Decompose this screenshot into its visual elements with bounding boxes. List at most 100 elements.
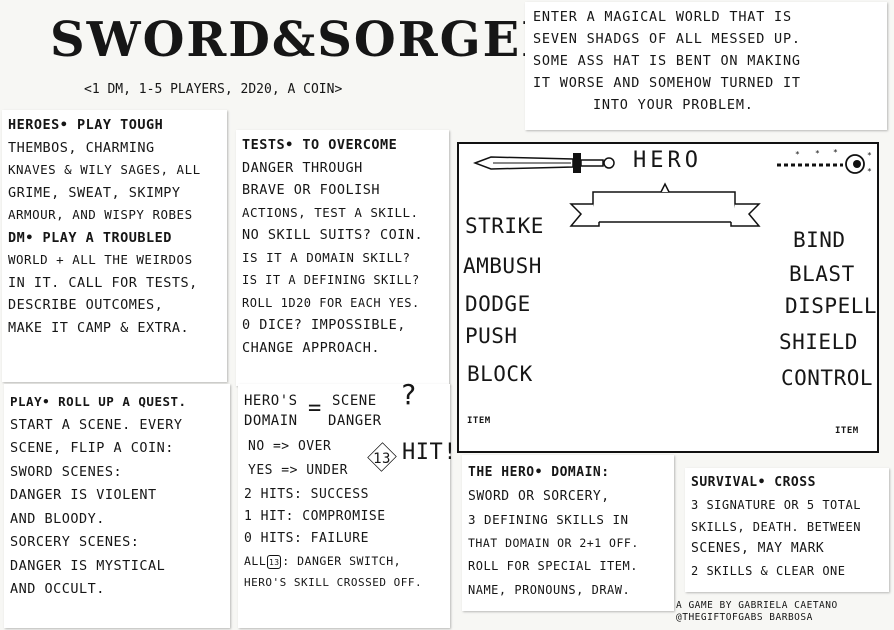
zero-hits-line: 0 HITS: FAILURE xyxy=(244,531,369,546)
formula-right-top: SCENE xyxy=(332,393,377,409)
title-block: SWORD&SORGERY <1 DM, 1-5 PLAYERS, 2D20, … xyxy=(40,8,596,108)
tests-line: TESTS• TO OVERCOME xyxy=(242,137,398,153)
danger-switch-label: : DANGER SWITCH, xyxy=(282,554,402,568)
tests-line: NO SKILL SUITS? COIN. xyxy=(242,227,424,243)
skill-block: BLOCK xyxy=(467,362,533,386)
tests-line: ROLL 1D20 FOR EACH YES. xyxy=(242,295,420,310)
over-under-block: NO => OVER YES => UNDER 13 HIT! xyxy=(244,436,456,484)
credit: A GAME BY GABRIELA CAETANO @THEGIFTOFGAB… xyxy=(676,600,892,624)
sword-icon xyxy=(473,153,615,173)
tests-card: TESTS• TO OVERCOME DANGER THROUGH BRAVE … xyxy=(236,130,449,386)
credit-line-1: A GAME BY GABRIELA CAETANO xyxy=(676,600,838,611)
play-line: AND OCCULT. xyxy=(10,581,105,597)
tests-line: IS IT A DOMAIN SKILL? xyxy=(242,249,411,265)
heroes-line: KNAVES & WILY SAGES, ALL xyxy=(8,162,201,177)
hits-card: HERO'S DOMAIN = SCENE DANGER ? NO => OVE… xyxy=(238,381,456,628)
magic-wand-icon: * * * * * xyxy=(777,148,872,176)
formula-right-bottom: DANGER xyxy=(328,413,382,429)
skill-push: PUSH xyxy=(465,324,518,348)
intro-line: IT WORSE AND SOMEHOW TURNED IT xyxy=(533,75,801,91)
formula-question-mark: ? xyxy=(400,378,418,411)
heroes-line: ARMOUR, AND WISPY ROBES xyxy=(8,207,193,222)
play-line: DANGER IS VIOLENT xyxy=(10,487,157,503)
skill-blast: BLAST xyxy=(789,262,855,286)
hero-domain-card: THE HERO• DOMAIN: SWORD OR SORCERY, 3 DE… xyxy=(462,455,674,611)
tests-line: ACTIONS, TEST A SKILL. xyxy=(242,204,419,220)
play-line: START A SCENE. EVERY xyxy=(10,416,183,433)
heroes-line: DESCRIBE OUTCOMES, xyxy=(8,297,164,313)
dm-line: DM• PLAY A TROUBLED xyxy=(8,229,172,246)
heroes-line: THEMBOS, CHARMING xyxy=(8,139,155,156)
credit-line-2: @THEGIFTOFGABS BARBOSA xyxy=(676,612,813,623)
target-mini-icon: 13 xyxy=(267,554,282,569)
hit-word: HIT! xyxy=(402,440,457,465)
target-number: 13 xyxy=(373,451,391,467)
tests-line: 0 DICE? IMPOSSIBLE, xyxy=(242,317,406,333)
game-subtitle: <1 DM, 1-5 PLAYERS, 2D20, A COIN> xyxy=(84,82,343,97)
domain-line: ROLL FOR SPECIAL ITEM. xyxy=(468,559,638,573)
hero-sheet-label: HERO xyxy=(633,148,702,173)
name-banner xyxy=(569,182,761,227)
item-slot-left: ITEM xyxy=(467,416,491,426)
one-hit-line: 1 HIT: COMPROMISE xyxy=(244,509,386,524)
game-title: SWORD&SORGERY xyxy=(50,12,598,68)
survival-line: SCENES, MAY MARK xyxy=(691,541,825,556)
intro-line: SOME ASS HAT IS BENT ON MAKING xyxy=(533,53,801,69)
skill-strike: STRIKE xyxy=(465,214,544,238)
hero-sheet: HERO * * * * * STRIKE AMBUSH DODGE PUSH … xyxy=(457,142,879,453)
skill-crossed-line: HERO'S SKILL CROSSED OFF. xyxy=(244,576,423,589)
no-over-line: NO => OVER xyxy=(248,439,332,454)
play-line: SORCERY SCENES: xyxy=(10,534,140,550)
play-line: SCENE, FLIP A COIN: xyxy=(10,440,174,456)
skill-ambush: AMBUSH xyxy=(463,254,542,278)
heroes-line: GRIME, SWEAT, SKIMPY xyxy=(8,184,181,201)
svg-text:*: * xyxy=(795,150,800,159)
svg-text:*: * xyxy=(867,167,872,176)
skill-dodge: DODGE xyxy=(465,292,531,316)
domain-line: NAME, PRONOUNS, DRAW. xyxy=(468,582,631,597)
play-line: SWORD SCENES: xyxy=(10,463,123,480)
intro-card: ENTER A MAGICAL WORLD THAT IS SEVEN SHAD… xyxy=(525,2,887,130)
survival-line: 2 SKILLS & CLEAR ONE xyxy=(691,564,846,578)
skill-dispell: DISPELL xyxy=(785,294,878,318)
play-line: AND BLOODY. xyxy=(10,510,105,527)
heroes-line: IN IT. CALL FOR TESTS, xyxy=(8,274,198,291)
domain-line: THE HERO• DOMAIN: xyxy=(468,465,610,480)
intro-line: INTO YOUR PROBLEM. xyxy=(593,97,754,113)
skill-bind: BIND xyxy=(793,228,846,252)
heroes-line: WORLD + ALL THE WEIRDOS xyxy=(8,252,193,267)
domain-danger-formula: HERO'S DOMAIN = SCENE DANGER ? xyxy=(244,381,444,436)
heroes-line: HEROES• PLAY TOUGH xyxy=(8,117,164,133)
tests-line: BRAVE OR FOOLISH xyxy=(242,182,381,198)
intro-line: SEVEN SHADGS OF ALL MESSED UP. xyxy=(533,31,801,47)
heroes-dm-card: HEROES• PLAY TOUGH THEMBOS, CHARMING KNA… xyxy=(2,110,227,382)
intro-line: ENTER A MAGICAL WORLD THAT IS xyxy=(533,9,792,25)
svg-text:*: * xyxy=(815,149,820,158)
yes-under-line: YES => UNDER xyxy=(248,463,348,478)
play-line: PLAY• ROLL UP A QUEST. xyxy=(10,394,187,409)
item-slot-right: ITEM xyxy=(835,426,859,436)
two-hits-line: 2 HITS: SUCCESS xyxy=(244,487,369,502)
all-label: ALL xyxy=(244,554,267,568)
tests-line: IS IT A DEFINING SKILL? xyxy=(242,273,420,287)
domain-line: THAT DOMAIN OR 2+1 OFF. xyxy=(468,535,639,550)
play-line: DANGER IS MYSTICAL xyxy=(10,557,166,574)
play-card: PLAY• ROLL UP A QUEST. START A SCENE. EV… xyxy=(4,384,230,628)
heroes-line: MAKE IT CAMP & EXTRA. xyxy=(8,319,190,336)
tests-line: DANGER THROUGH xyxy=(242,159,363,176)
tests-line: CHANGE APPROACH. xyxy=(242,339,381,356)
svg-text:*: * xyxy=(867,151,872,160)
formula-left-bottom: DOMAIN xyxy=(244,413,298,429)
formula-left-top: HERO'S xyxy=(244,393,298,409)
domain-line: SWORD OR SORCERY, xyxy=(468,488,610,504)
survival-line: SKILLS, DEATH. BETWEEN xyxy=(691,520,861,534)
domain-line: 3 DEFINING SKILLS IN xyxy=(468,512,629,527)
survival-line: SURVIVAL• CROSS xyxy=(691,475,816,490)
survival-line: 3 SIGNATURE OR 5 TOTAL xyxy=(691,498,861,512)
survival-card: SURVIVAL• CROSS 3 SIGNATURE OR 5 TOTAL S… xyxy=(685,468,889,592)
svg-text:*: * xyxy=(833,148,838,157)
formula-equals: = xyxy=(308,396,322,421)
skill-control: CONTROL xyxy=(781,366,874,390)
skill-shield: SHIELD xyxy=(779,330,858,354)
